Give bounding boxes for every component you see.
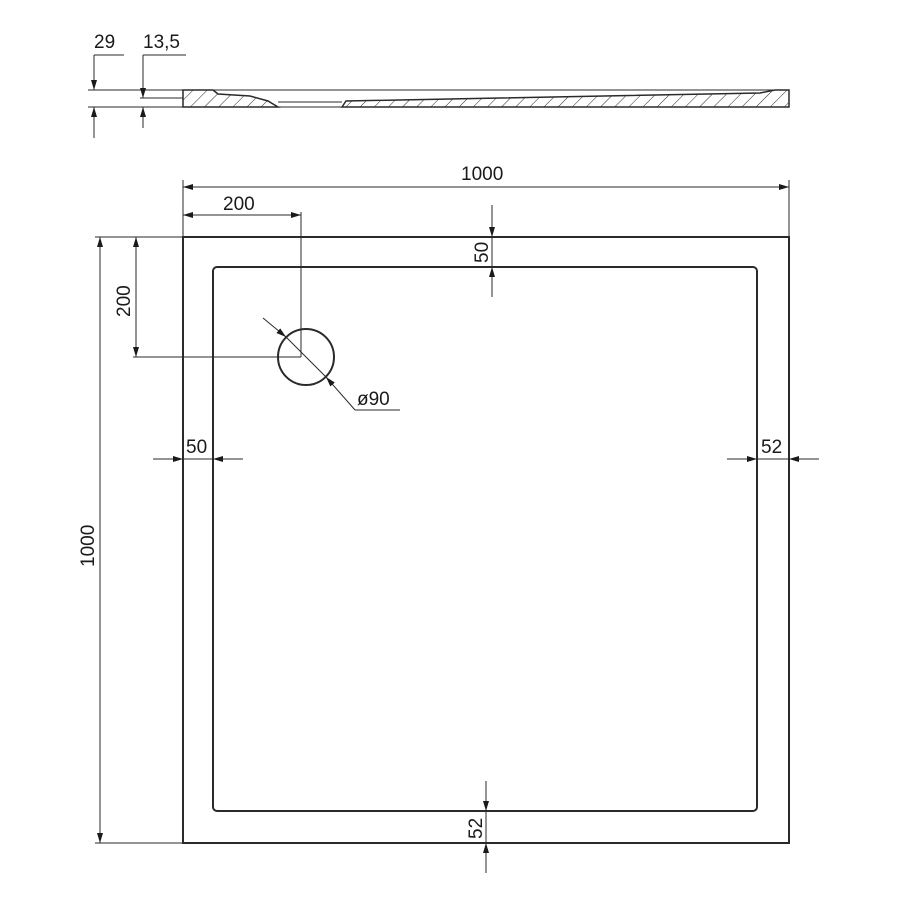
dim-length-label: 1000: [78, 525, 99, 567]
section-view: 29 13,5: [88, 32, 790, 138]
dim-drain-diameter-through: [285, 336, 327, 378]
tray-outer-outline: [182, 236, 790, 844]
dim-rim-left-label: 50: [186, 437, 207, 458]
dim-drain-diameter-arrow-1: [262, 317, 287, 338]
dim-drain-y-label: 200: [114, 285, 135, 317]
dim-drain-x-label: 200: [223, 194, 255, 215]
dim-drain-diameter-arrow-2: [325, 376, 356, 411]
dim-width-label: 1000: [461, 164, 503, 185]
tray-inner-outline: [212, 266, 758, 812]
dim-29-label: 29: [94, 32, 115, 53]
plan-view: 1000 200 1000 200 ø90 50 50: [78, 164, 819, 873]
dim-rim-bottom-label: 52: [466, 818, 487, 839]
dim-13-5-label: 13,5: [143, 32, 180, 53]
section-profile-right: [340, 89, 790, 108]
dim-rim-top-label: 50: [472, 242, 493, 263]
section-profile-left: [182, 89, 281, 108]
dim-rim-right-label: 52: [761, 437, 782, 458]
drain-hole: [277, 328, 335, 386]
dim-drain-diameter-label: ø90: [357, 389, 390, 410]
